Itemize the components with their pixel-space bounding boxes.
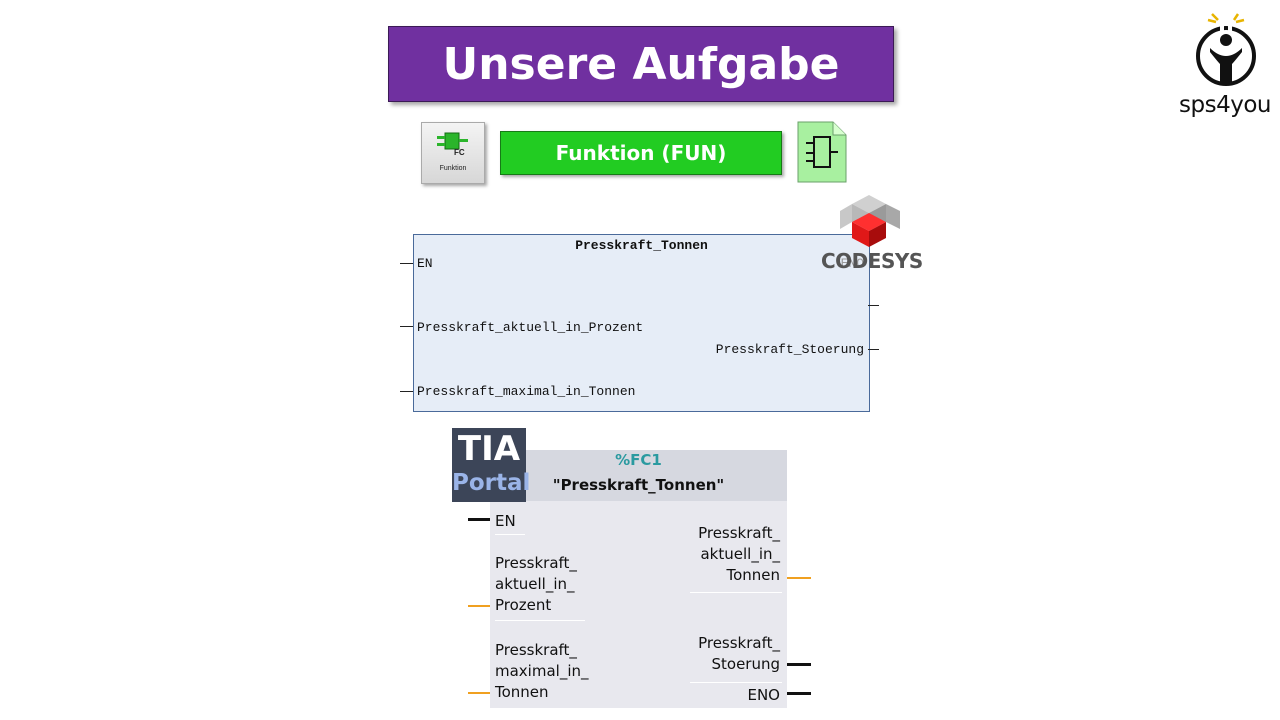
codesys-pin-aktuell <box>400 326 413 327</box>
fc-function-tile: FC Funktion <box>421 122 485 184</box>
tia-badge-line-2: Portal <box>452 470 531 496</box>
tia-function-block: %FC1 "Presskraft_Tonnen" EN Presskraft_ … <box>490 450 787 708</box>
tia-input-maximal: Presskraft_ maximal_in_ Tonnen <box>495 640 589 703</box>
codesys-function-block: Presskraft_Tonnen EN Presskraft_aktuell_… <box>413 234 870 412</box>
codesys-pin-eno <box>868 305 879 306</box>
tia-pin-en <box>468 518 490 521</box>
codesys-block-title: Presskraft_Tonnen <box>575 238 708 253</box>
tia-block-header: %FC1 "Presskraft_Tonnen" <box>490 450 787 501</box>
fc-tile-icon-label: FC <box>454 148 465 157</box>
title-banner: Unsere Aufgabe <box>388 26 894 102</box>
tia-pin-out-aktuell <box>787 577 811 579</box>
codesys-input-maximal: Presskraft_maximal_in_Tonnen <box>417 384 636 399</box>
tia-output-stoerung: Presskraft_ Stoerung <box>698 633 780 675</box>
tia-input-maximal-line-3: Tonnen <box>495 683 549 701</box>
tia-badge-line-1: TIA <box>457 429 521 469</box>
codesys-cube-icon <box>840 195 900 247</box>
tia-input-en: EN <box>495 512 516 530</box>
function-document-icon <box>797 121 847 183</box>
function-type-text: Funktion (FUN) <box>555 141 727 165</box>
tia-input-aktuell-line-1: Presskraft_ <box>495 554 577 572</box>
tia-portal-logo: TIA Portal <box>452 428 531 502</box>
codesys-input-aktuell: Presskraft_aktuell_in_Prozent <box>417 320 644 335</box>
tia-block-id: %FC1 <box>615 451 662 469</box>
tia-output-aktuell: Presskraft_ aktuell_in_ Tonnen <box>698 523 780 586</box>
tia-output-aktuell-line-3: Tonnen <box>726 566 780 584</box>
codesys-logo-text: CODESYS <box>821 249 923 273</box>
codesys-output-stoerung: Presskraft_Stoerung <box>715 342 864 357</box>
tia-output-stoerung-line-1: Presskraft_ <box>698 634 780 652</box>
codesys-pin-stoerung <box>868 349 879 350</box>
codesys-pin-en <box>400 263 413 264</box>
page-title: Unsere Aufgabe <box>442 38 840 90</box>
codesys-pin-maximal <box>400 391 413 392</box>
tia-output-eno: ENO <box>747 686 780 704</box>
tia-output-aktuell-line-1: Presskraft_ <box>698 524 780 542</box>
tia-output-aktuell-line-2: aktuell_in_ <box>700 545 780 563</box>
tia-block-name: "Presskraft_Tonnen" <box>552 476 725 494</box>
tia-pin-maximal <box>468 692 490 694</box>
codesys-output-eno: ENO <box>840 256 864 271</box>
function-type-label: Funktion (FUN) <box>500 131 782 175</box>
tia-input-aktuell: Presskraft_ aktuell_in_ Prozent <box>495 553 577 616</box>
tia-pin-stoerung <box>787 663 811 666</box>
brand-name: sps4you <box>1179 92 1271 118</box>
tia-input-maximal-line-1: Presskraft_ <box>495 641 577 659</box>
tia-input-aktuell-line-2: aktuell_in_ <box>495 575 575 593</box>
sps4you-logo-icon <box>1196 13 1256 86</box>
tia-output-stoerung-line-2: Stoerung <box>711 655 780 673</box>
function-block-icon <box>437 132 468 150</box>
tia-input-aktuell-line-3: Prozent <box>495 596 552 614</box>
tia-pin-aktuell <box>468 605 490 607</box>
tia-pin-eno <box>787 692 811 695</box>
tia-input-maximal-line-2: maximal_in_ <box>495 662 589 680</box>
codesys-input-en: EN <box>417 256 433 271</box>
fc-tile-caption: Funktion <box>439 165 467 172</box>
